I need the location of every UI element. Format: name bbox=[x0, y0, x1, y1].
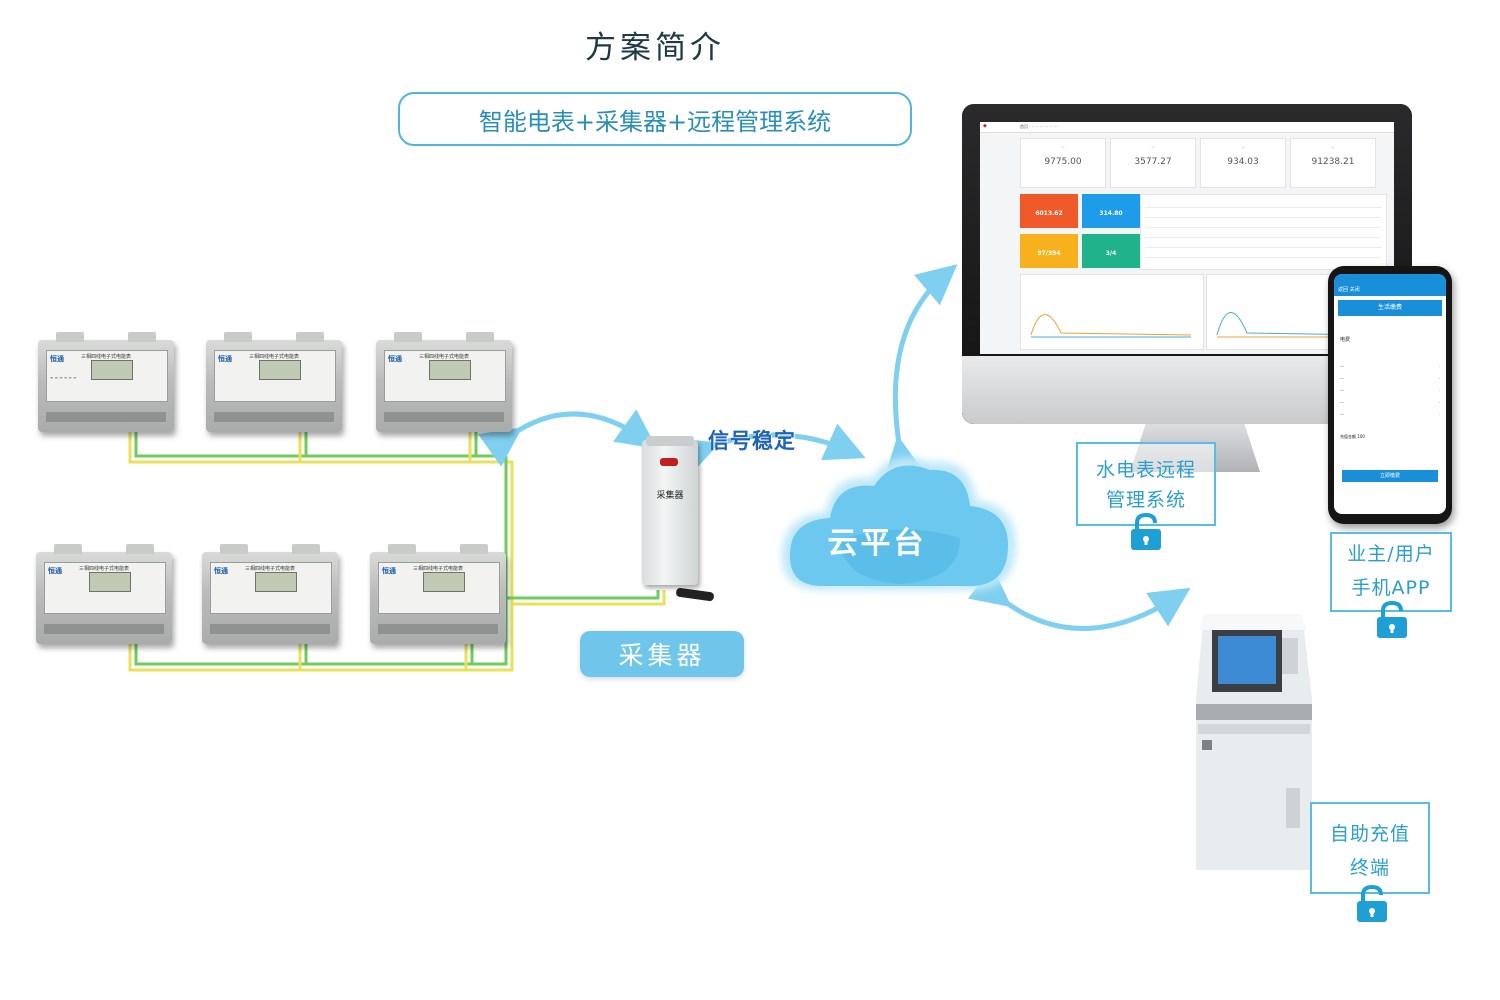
cloud-icon bbox=[781, 457, 1016, 591]
lock-icon bbox=[1131, 512, 1161, 550]
wire-bottom-row bbox=[128, 590, 666, 672]
arrow-icon bbox=[478, 264, 1191, 631]
management-system-label-box: 水电表远程 管理系统 bbox=[1076, 442, 1216, 526]
signal-stable-label: 信号稳定 bbox=[708, 429, 796, 453]
smart-meter: 恒通 三相四线电子式电能表 bbox=[206, 332, 342, 432]
smart-meter: 恒通 三相四线电子式电能表 bbox=[376, 332, 512, 432]
cloud-platform-label: 云平台 bbox=[827, 526, 927, 561]
smart-meter: 恒通 三相四线电子式电能表 ≡ ≡ ≡ ≡ ≡ ≡ bbox=[38, 332, 174, 432]
smart-meter: 恒通 三相四线电子式电能表 bbox=[202, 544, 338, 644]
solution-subtitle: 智能电表+采集器+远程管理系统 bbox=[478, 107, 832, 136]
solution-subtitle-box: 智能电表+采集器+远程管理系统 bbox=[398, 92, 912, 146]
collector-device: 采集器 bbox=[642, 436, 715, 602]
phone-screen: 返回 关闭 生活缴费 电费 —· —· —· —· —· 充值金额 100 立即… bbox=[1334, 274, 1446, 514]
pay-now-button[interactable]: 立即缴费 bbox=[1342, 470, 1438, 482]
mobile-phone: 返回 关闭 生活缴费 电费 —· —· —· —· —· 充值金额 100 立即… bbox=[1328, 266, 1452, 524]
kiosk-label-box: 自助充值 终端 bbox=[1310, 802, 1430, 894]
lock-icon bbox=[1377, 600, 1407, 638]
page-title: 方案简介 bbox=[585, 30, 725, 66]
lock-icon bbox=[1357, 884, 1387, 922]
smart-meter: 恒通 三相四线电子式电能表 bbox=[370, 544, 506, 644]
collector-label: 采集器 bbox=[580, 631, 744, 677]
desktop-monitor: ◆首页 · · · · · · · · · · · · —9775.00 —35… bbox=[962, 104, 1412, 424]
mobile-app-label-box: 业主/用户 手机APP bbox=[1330, 532, 1452, 612]
smart-meter: 恒通 三相四线电子式电能表 bbox=[36, 544, 172, 644]
wire-top-row bbox=[128, 430, 514, 600]
management-dashboard-screen: ◆首页 · · · · · · · · · · · · —9775.00 —35… bbox=[980, 122, 1394, 354]
self-service-kiosk bbox=[1186, 608, 1322, 880]
